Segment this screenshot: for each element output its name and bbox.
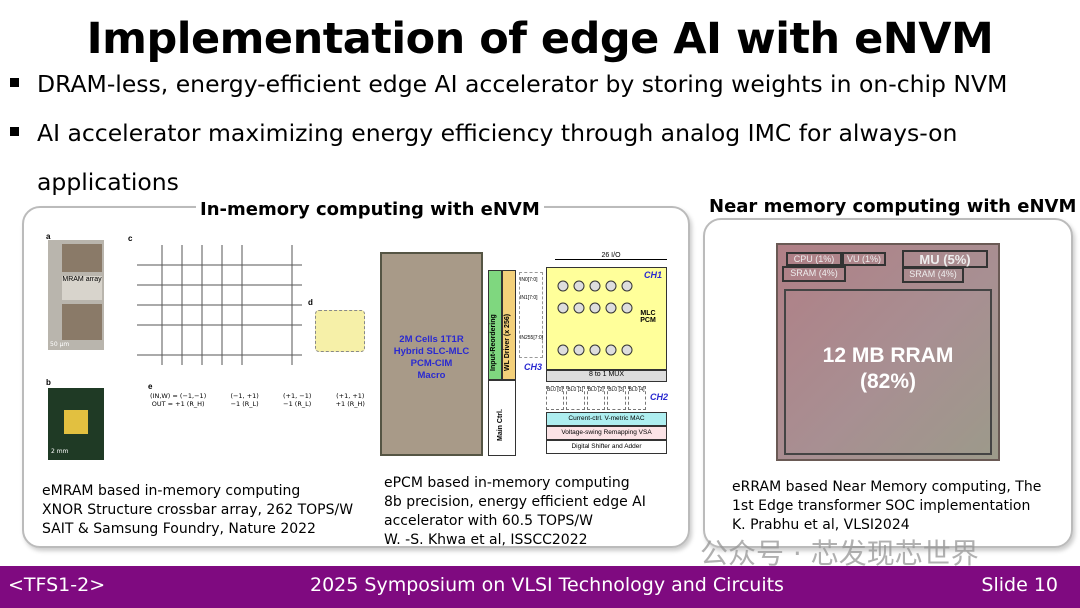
label: Input-Reordering: [490, 314, 497, 371]
slide-title: Implementation of edge AI with eNVM: [86, 14, 994, 64]
in-label: IN1[7:0]: [520, 295, 538, 301]
input-lines: IN0[7:0] IN1[7:0] IN255[7:0]: [519, 272, 543, 358]
case: (IN,W) = (−1,−1): [150, 392, 207, 400]
caption-line: XNOR Structure crossbar array, 262 TOPS/…: [42, 502, 354, 518]
caption-line: accelerator with 60.5 TOPS/W: [384, 513, 593, 529]
ch2-label: CH2: [650, 392, 669, 402]
bl: BL0 [1]: [566, 386, 585, 410]
nmc-panel: [703, 218, 1073, 548]
case: (−1, +1): [230, 392, 259, 400]
input-reordering: Input-Reordering: [488, 270, 502, 380]
caption-line: W. -S. Khwa et al, ISSCC2022: [384, 532, 588, 548]
mu-block: MU (5%): [902, 250, 988, 268]
bl: BL0 [4]: [627, 386, 647, 410]
die-line: 2M Cells 1T1R: [399, 334, 464, 345]
caption-line: 8b precision, energy efficient edge AI: [384, 494, 646, 510]
ch1-label: CH1: [643, 270, 662, 280]
xnor-cases: (IN,W) = (−1,−1)OUT = +1 (R_H) (−1, +1)−…: [150, 392, 365, 408]
bullet-marker: [10, 127, 19, 136]
caption-line: ePCM based in-memory computing: [384, 475, 630, 491]
adder-block: Digital Shifter and Adder: [546, 440, 667, 454]
die-line: PCM-CIM: [410, 358, 453, 369]
out: OUT = +1 (R_H): [151, 400, 205, 408]
caption-line: eMRAM based in-memory computing: [42, 483, 301, 499]
watermark: 公众号 · 芯发现芯世界: [700, 537, 979, 570]
caption-line: K. Prabhu et al, VLSI2024: [732, 517, 910, 533]
crossbar-array: [137, 245, 302, 365]
imc-title: In-memory computing with eNVM: [196, 199, 544, 220]
main-ctrl: Main Ctrl.: [488, 380, 516, 456]
caption-line: 1st Edge transformer SOC implementation: [732, 498, 1031, 514]
cpu-block: CPU (1%): [786, 252, 842, 266]
label: Main Ctrl.: [497, 409, 504, 441]
bullet-text: DRAM-less, energy-efficient edge AI acce…: [37, 70, 1008, 98]
case: (+1, +1): [336, 392, 365, 400]
session-id: <TFS1-2>: [8, 574, 106, 596]
panel-label: d: [308, 298, 313, 307]
sram-block: SRAM (4%): [782, 266, 846, 282]
scale-label: 50 μm: [50, 341, 70, 348]
bullet-1: DRAM-less, energy-efficient edge AI acce…: [10, 70, 1007, 98]
epcm-caption: ePCM based in-memory computing 8b precisi…: [384, 474, 646, 550]
panel-label: b: [46, 378, 51, 387]
in-label: IN255[7:0]: [520, 335, 544, 341]
conference-name: 2025 Symposium on VLSI Technology and Ci…: [310, 574, 784, 596]
nmc-caption: eRRAM based Near Memory computing, The 1s…: [732, 478, 1041, 535]
footer: <TFS1-2> 2025 Symposium on VLSI Technolo…: [0, 566, 1080, 608]
panel-label: e: [148, 382, 153, 391]
vsa-block: Voltage-swing Remapping VSA: [546, 426, 667, 440]
die-line: Hybrid SLC-MLC: [393, 346, 470, 357]
sram-block: SRAM (4%): [902, 267, 964, 283]
die-line: Macro: [417, 370, 446, 381]
bullet-marker: [10, 78, 19, 87]
wl-driver: WL Driver (x 256): [502, 270, 516, 380]
rram-label: 12 MB RRAM: [822, 344, 954, 367]
bitlines: BL0 [0]BL0 [1]BL0 [2]BL0 [3]BL0 [4]: [546, 386, 647, 410]
scale-label: 2 mm: [51, 448, 69, 455]
bullet-2: AI accelerator maximizing energy efficie…: [10, 119, 957, 147]
slide-number: Slide 10: [981, 574, 1058, 596]
case: (+1, −1): [283, 392, 312, 400]
xnor-cell: [315, 310, 365, 352]
panel-label: c: [128, 234, 133, 243]
caption-line: eRRAM based Near Memory computing, The: [732, 479, 1042, 495]
out: −1 (R_L): [283, 400, 312, 408]
vu-block: VU (1%): [842, 252, 886, 266]
io-label: 26 I/O: [555, 252, 667, 260]
die-photo: MRAM array 50 μm: [48, 240, 104, 350]
mlc-label: MLC PCM: [640, 310, 656, 324]
emram-figure: MRAM array 50 μm 2 mm a b c d e (IN,W) =…: [40, 232, 370, 467]
bl: BL0 [3]: [607, 386, 626, 410]
bullet-text: AI accelerator maximizing energy efficie…: [37, 119, 958, 147]
rram-block: 12 MB RRAM (82%): [784, 289, 992, 455]
ch3-label: CH3: [524, 362, 543, 372]
bl: BL0 [2]: [586, 386, 606, 410]
rram-chip: CPU (1%) VU (1%) SRAM (4%) MU (5%) SRAM …: [776, 243, 1000, 461]
mac-block: Current-ctrl. V-metric MAC: [546, 412, 667, 426]
out: −1 (R_L): [230, 400, 259, 408]
mux-block: 8 to 1 MUX: [546, 370, 667, 382]
package-photo: 2 mm: [48, 388, 104, 460]
rram-pct: (82%): [859, 370, 917, 393]
panel-label: a: [46, 232, 51, 241]
pcm-array: CH1 MLC PCM: [546, 267, 667, 370]
mram-label: MRAM array: [62, 276, 102, 300]
label: WL Driver (x 256): [504, 313, 511, 371]
nmc-title: Near memory computing with eNVM: [709, 196, 1077, 217]
in-label: IN0[7:0]: [520, 277, 538, 283]
bullet-2-cont: applications: [37, 168, 179, 196]
caption-line: SAIT & Samsung Foundry, Nature 2022: [42, 521, 316, 537]
out: +1 (R_H): [335, 400, 365, 408]
bl: BL0 [0]: [546, 386, 565, 410]
